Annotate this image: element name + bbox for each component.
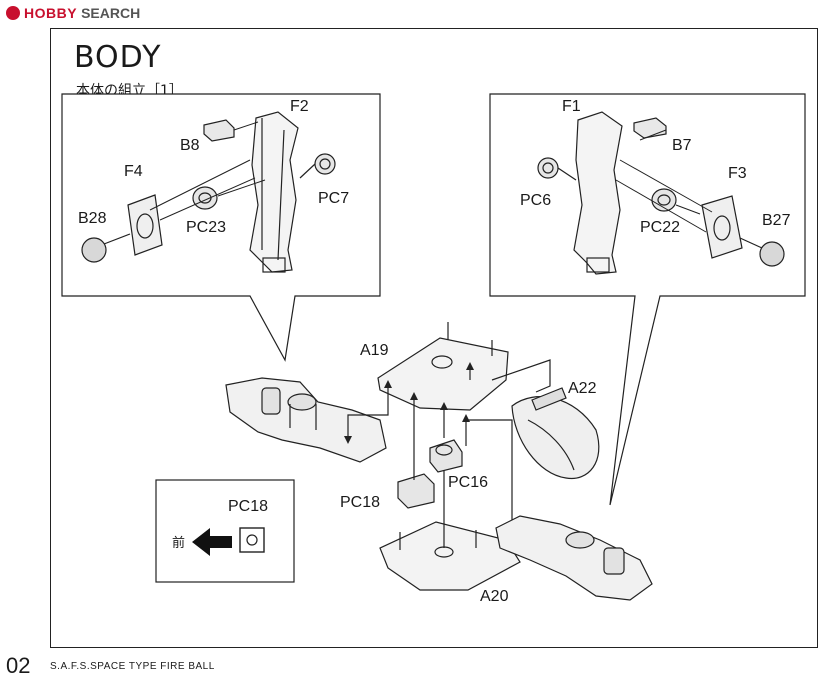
- label-b7: B7: [672, 137, 692, 154]
- left-plate-f4: [127, 194, 163, 256]
- left-inset-callout: [61, 93, 381, 362]
- logo-search: SEARCH: [81, 5, 141, 21]
- front-arrow-icon: [192, 528, 232, 556]
- left-ball-b28: [81, 233, 131, 263]
- page-number: 02: [6, 653, 31, 678]
- label-f4: F4: [124, 163, 143, 180]
- label-a19: A19: [360, 342, 389, 359]
- logo-mark-icon: [6, 6, 20, 20]
- label-f1: F1: [562, 98, 581, 115]
- hobby-search-logo[interactable]: HOBBY SEARCH: [6, 4, 140, 22]
- left-frame-f2: [249, 111, 299, 273]
- label-pc6: PC6: [520, 192, 552, 209]
- part-a20: [379, 520, 521, 591]
- label-pc23: PC23: [186, 219, 227, 236]
- page-title: BODY: [74, 40, 162, 75]
- label-pc16: PC16: [448, 474, 489, 491]
- logo-brand: HOBBY: [24, 5, 78, 21]
- label-a20: A20: [480, 588, 509, 605]
- label-f3: F3: [728, 165, 747, 182]
- label-f2: F2: [290, 98, 309, 115]
- left-pc7: [299, 153, 336, 179]
- label-b8: B8: [180, 137, 200, 154]
- model-name: S.A.F.S.SPACE TYPE FIRE BALL: [50, 661, 215, 672]
- label-b28: B28: [78, 210, 107, 227]
- part-pc16: [429, 439, 463, 473]
- right-ball-b27: [739, 237, 785, 267]
- label-b27: B27: [762, 212, 791, 229]
- left-lower-body: [225, 377, 387, 463]
- part-a19: [377, 322, 509, 411]
- left-pc23: [192, 186, 218, 210]
- left-b8: [203, 119, 235, 142]
- instruction-frame: [50, 28, 818, 648]
- right-lower-body: [495, 515, 653, 601]
- label-pc7: PC7: [318, 190, 350, 207]
- right-pc6: [537, 157, 577, 181]
- right-pc22: [651, 188, 677, 212]
- part-a22: [511, 387, 600, 480]
- right-frame-f1: [573, 111, 623, 275]
- part-pc18: [397, 473, 435, 509]
- front-legend-box: [155, 479, 295, 583]
- pc18-part-icon: [239, 527, 265, 553]
- right-inset-callout: [489, 93, 806, 506]
- label-pc22: PC22: [640, 219, 681, 236]
- label-a22: A22: [568, 380, 597, 397]
- label-pc18: PC18: [340, 494, 381, 511]
- legend-part-label: PC18: [228, 498, 269, 515]
- legend-front-label: 前: [172, 536, 186, 551]
